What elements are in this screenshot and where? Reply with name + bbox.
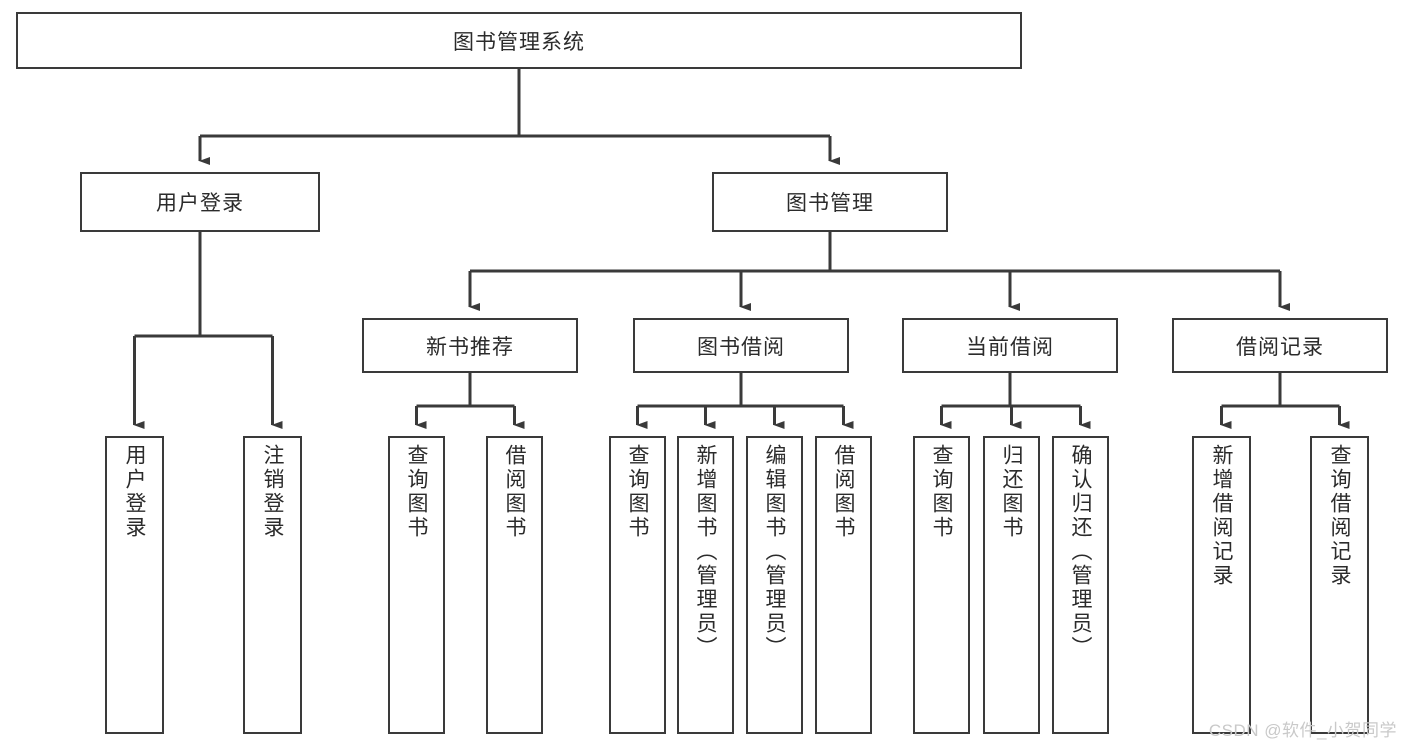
- node-label: 当前借阅: [966, 335, 1054, 359]
- node-leaf-add-book-admin[interactable]: 新增图书（管理员）: [677, 436, 734, 734]
- node-current-borrow[interactable]: 当前借阅: [902, 318, 1118, 373]
- node-leaf-query-borrow-record[interactable]: 查询借阅记录: [1310, 436, 1369, 734]
- node-leaf-borrow-book-1[interactable]: 借阅图书: [486, 436, 543, 734]
- node-label: 用户登录: [123, 444, 146, 540]
- node-label: 确认归还（管理员）: [1069, 444, 1092, 660]
- node-book-borrow[interactable]: 图书借阅: [633, 318, 849, 373]
- node-new-book-rec[interactable]: 新书推荐: [362, 318, 578, 373]
- node-leaf-logout[interactable]: 注销登录: [243, 436, 302, 734]
- node-label: 图书管理系统: [453, 30, 585, 54]
- node-book-manage[interactable]: 图书管理: [712, 172, 948, 232]
- node-label: 注销登录: [261, 444, 284, 540]
- node-label: 查询图书: [405, 444, 428, 540]
- node-leaf-add-borrow-record[interactable]: 新增借阅记录: [1192, 436, 1251, 734]
- node-leaf-borrow-book-2[interactable]: 借阅图书: [815, 436, 872, 734]
- node-label: 查询图书: [626, 444, 649, 540]
- node-root[interactable]: 图书管理系统: [16, 12, 1022, 69]
- node-leaf-user-login[interactable]: 用户登录: [105, 436, 164, 734]
- node-borrow-record[interactable]: 借阅记录: [1172, 318, 1388, 373]
- node-leaf-query-book-2[interactable]: 查询图书: [609, 436, 666, 734]
- node-label: 查询图书: [930, 444, 953, 540]
- watermark-credit: CSDN @软件_小贺同学: [1208, 721, 1397, 740]
- node-label: 新书推荐: [426, 335, 514, 359]
- node-label: 图书借阅: [697, 335, 785, 359]
- node-label: 用户登录: [156, 192, 244, 215]
- node-label: 归还图书: [1000, 444, 1023, 540]
- node-leaf-query-book-3[interactable]: 查询图书: [913, 436, 970, 734]
- node-label: 借阅图书: [503, 444, 526, 540]
- node-label: 借阅图书: [832, 444, 855, 540]
- node-label: 图书管理: [786, 192, 874, 215]
- node-leaf-edit-book-admin[interactable]: 编辑图书（管理员）: [746, 436, 803, 734]
- node-user-login[interactable]: 用户登录: [80, 172, 320, 232]
- node-label: 借阅记录: [1236, 335, 1324, 359]
- node-label: 编辑图书（管理员）: [763, 444, 786, 660]
- node-label: 查询借阅记录: [1328, 444, 1351, 588]
- node-leaf-confirm-return-admin[interactable]: 确认归还（管理员）: [1052, 436, 1109, 734]
- node-leaf-return-book[interactable]: 归还图书: [983, 436, 1040, 734]
- node-leaf-query-book-1[interactable]: 查询图书: [388, 436, 445, 734]
- node-label: 新增图书（管理员）: [694, 444, 717, 660]
- node-label: 新增借阅记录: [1210, 444, 1233, 588]
